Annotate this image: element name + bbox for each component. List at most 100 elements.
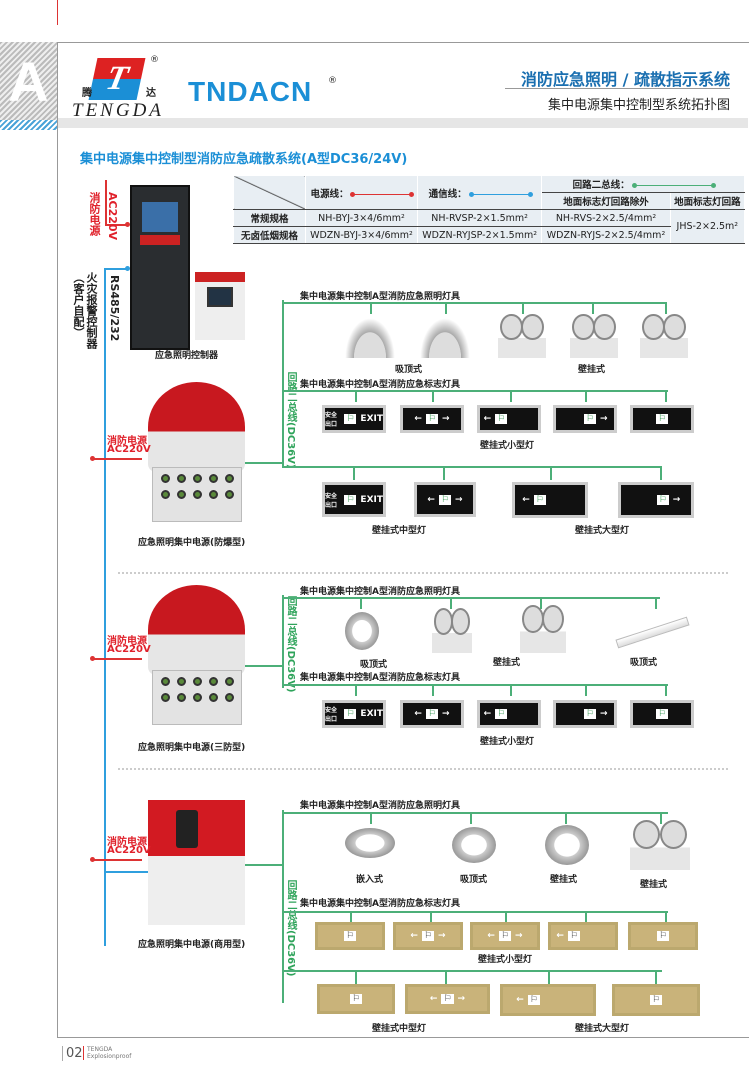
bus-drop: [665, 911, 667, 922]
type-label: 吸顶式: [360, 660, 388, 670]
comm-bus-wire: [104, 268, 106, 946]
col-ground: 地面标志灯回路: [669, 192, 746, 210]
bus-line: [282, 970, 662, 972]
row-label: 集中电源集中控制A型消防应急标志灯具: [300, 673, 460, 683]
twin-head-lamp-image: [520, 605, 566, 653]
ceiling-lamp-image: [345, 318, 395, 358]
bus-line: [282, 812, 668, 814]
ac-label: AC220V: [107, 444, 151, 455]
bus-label: 回路二总线(DC36V): [285, 880, 296, 977]
exit-sign-image: ⚐: [630, 405, 694, 433]
bus-drop: [592, 302, 594, 314]
section-divider: [118, 572, 728, 574]
comm-line-legend: [468, 191, 533, 197]
power-wire: [92, 859, 142, 861]
brand-reg: ®: [328, 76, 337, 86]
power-wire: [105, 180, 107, 225]
bus-feed: [245, 462, 282, 464]
bus-drop: [505, 911, 507, 922]
exit-sign-image: 安全出口⚐EXIT: [322, 405, 386, 433]
row-label: 集中电源集中控制A型消防应急标志灯具: [300, 380, 460, 390]
page-number: 02: [62, 1046, 83, 1061]
row-label: 集中电源集中控制A型消防应急照明灯具: [300, 801, 460, 811]
exit-sign-image: ←⚐: [477, 700, 541, 728]
exit-sign-image: ←⚐→: [470, 922, 540, 950]
exit-sign-image: ←⚐→: [400, 405, 464, 433]
bus-line: [282, 684, 668, 686]
controller-label: 应急照明控制器: [155, 351, 219, 361]
tengda-logo: T: [88, 58, 146, 100]
exit-sign-image: ←⚐: [512, 482, 588, 518]
title-divider: [505, 88, 730, 89]
bus-drop: [370, 812, 372, 824]
bus-drop: [370, 302, 372, 314]
bus-drop: [665, 684, 667, 696]
loop-bus-header: 回路二总线：: [541, 175, 745, 193]
bus-drop: [450, 597, 452, 609]
exit-sign-image: ⚐: [628, 922, 698, 950]
exit-sign-image: ⚐→: [553, 700, 617, 728]
controller-cabinet-image: [130, 185, 190, 350]
power-dot: [125, 222, 130, 227]
exit-sign-image: ⚐: [612, 984, 700, 1016]
bus-drop: [470, 812, 472, 824]
exit-sign-image: ←⚐→: [400, 700, 464, 728]
exit-sign-image: ⚐: [317, 984, 395, 1014]
ceiling-lamp-image: [452, 827, 496, 863]
logo-en: TENGDA: [72, 100, 164, 121]
loop-bus-legend: [631, 183, 716, 188]
page-title: 消防应急照明 / 疏散指示系统: [521, 70, 730, 89]
bus-drop: [660, 812, 662, 824]
exit-sign-image: ←⚐: [500, 984, 596, 1016]
fire-power-label: 消防电源: [88, 192, 101, 236]
bus-drop: [432, 684, 434, 696]
twin-head-lamp-image: [640, 314, 688, 358]
power-wire: [92, 658, 142, 660]
bus-drop: [585, 911, 587, 922]
fire-power-label: 消防电源: [107, 636, 147, 647]
exit-sign-image: ←⚐→: [393, 922, 463, 950]
exit-sign-image: ⚐→: [618, 482, 694, 518]
bus-drop: [585, 390, 587, 402]
header-bar: [58, 118, 748, 128]
bus-feed: [245, 665, 282, 667]
controller-panel-image: [195, 272, 245, 340]
system-title: 集中电源集中控制型消防应急疏散系统(A型DC36/24V): [80, 152, 408, 167]
section-divider: [118, 768, 728, 770]
type-label: 壁挂式小型灯: [478, 955, 533, 965]
type-label: 壁挂式中型灯: [372, 526, 427, 536]
twin-head-lamp-image: [498, 314, 546, 358]
comm-line-header: 通信线：: [416, 175, 543, 210]
bus-drop: [355, 970, 357, 984]
twin-head-lamp-image: [432, 608, 472, 653]
type-label: 吸顶式: [460, 875, 488, 885]
bus-drop: [655, 597, 657, 609]
section-tab: A: [0, 42, 57, 130]
bus-drop: [350, 911, 352, 922]
page-subtitle: 集中电源集中控制型系统拓扑图: [547, 98, 730, 113]
exit-sign-image: ←⚐→: [405, 984, 490, 1014]
type-label: 壁挂式: [550, 875, 578, 885]
power-unit-label: 应急照明集中电源(三防型): [138, 743, 246, 753]
type-label: 壁挂式: [640, 880, 668, 890]
bus-label: 回路二总线(DC36V): [285, 372, 296, 469]
recessed-lamp-image: [345, 828, 395, 858]
bus-drop: [550, 466, 552, 480]
ceiling-lamp-image: [420, 318, 470, 358]
power-unit-label: 应急照明集中电源(商用型): [138, 940, 246, 950]
row-label: 集中电源集中控制A型消防应急照明灯具: [300, 587, 460, 597]
bus-feed: [245, 864, 282, 866]
margin-tick: [57, 0, 58, 25]
bus-line: [282, 302, 665, 304]
power-wire: [105, 224, 127, 226]
type-label: 壁挂式大型灯: [575, 526, 630, 536]
bus-trunk: [282, 300, 284, 466]
ground-spec: JHS-2×2.5m²: [669, 209, 746, 244]
power-unit-image: [148, 585, 245, 730]
bus-trunk: [282, 595, 284, 688]
logo-cn-left: 腾: [82, 88, 92, 99]
power-line-header: 电源线：: [305, 175, 418, 210]
row-label: 集中电源集中控制A型消防应急标志灯具: [300, 899, 460, 909]
